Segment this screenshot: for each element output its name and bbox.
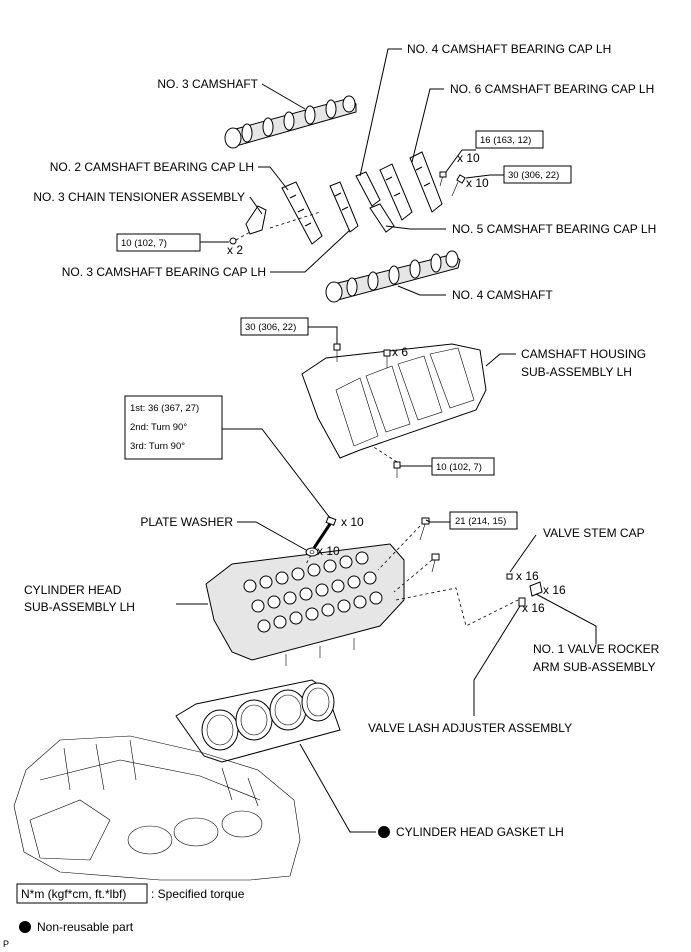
leader-plate-washer (237, 521, 307, 551)
torque-box-cap-housing (503, 165, 572, 184)
leader-lash-adjuster (473, 605, 521, 716)
plate-washer-drawing (305, 547, 319, 557)
leader-housing (485, 353, 516, 367)
qty-cap-housing-bolt: x 10 (466, 176, 489, 190)
engine-block-drawing (13, 735, 301, 881)
label-valve-stem-cap: VALVE STEM CAP (543, 526, 645, 540)
torque-cap-housing: 30 (306, 22) (508, 170, 559, 181)
no5-bearing-cap-drawing (369, 203, 395, 233)
torque-tensioner: 10 (102, 7) (121, 238, 167, 249)
label-rocker-1: NO. 1 VALVE ROCKER (533, 642, 660, 656)
leader-no4-cap (359, 48, 402, 177)
label-housing-1: CAMSHAFT HOUSING (521, 347, 646, 361)
no4-bearing-cap-drawing (355, 171, 381, 207)
leader-head-bolt-box (222, 428, 331, 519)
torque-head-3rd: 3rd: Turn 90° (130, 441, 185, 452)
head-bolt-drawing (305, 516, 337, 565)
label-no6-cap: NO. 6 CAMSHAFT BEARING CAP LH (450, 82, 654, 96)
no2-bearing-cap-drawing (281, 181, 323, 245)
legend-torque-desc: : Specified torque (151, 887, 245, 901)
torque-box-cap-bolt (475, 130, 544, 149)
housing-top-bolts (333, 343, 391, 368)
leader-no3-camshaft (261, 83, 306, 110)
leader-housing-bolt-top (308, 326, 338, 344)
leader-tensioner (249, 196, 263, 215)
torque-box-housing-top (240, 317, 309, 336)
torque-cap-bolt: 16 (163, 12) (480, 135, 531, 146)
label-housing-2: SUB-ASSEMBLY LH (521, 365, 632, 379)
leader-cap-housing-bolt (465, 174, 504, 179)
leader-no2-cap (258, 166, 289, 191)
label-no3-cap: NO. 3 CAMSHAFT BEARING CAP LH (62, 265, 266, 279)
leader-no6-cap (411, 88, 444, 163)
valve-train-dash (395, 587, 519, 627)
leader-rocker-arm (535, 593, 597, 644)
cap-housing-bolt-drawing (451, 174, 466, 197)
torque-box-head-bolt (124, 395, 223, 460)
torque-box-housing-bottom (431, 457, 495, 476)
label-lash-adjuster: VALVE LASH ADJUSTER ASSEMBLY (368, 721, 572, 735)
valve-stem-cap-drawing (506, 573, 513, 580)
no6-bearing-cap-drawing-2 (409, 151, 443, 213)
qty-cap-bolt: x 10 (457, 151, 480, 165)
label-head-2: SUB-ASSEMBLY LH (24, 600, 135, 614)
qty-housing-top: x 6 (392, 345, 408, 359)
torque-housing-top: 30 (306, 22) (245, 322, 296, 333)
label-no4-camshaft: NO. 4 CAMSHAFT (452, 288, 553, 302)
no3-camshaft-drawing (224, 95, 357, 149)
qty-rocker: x 16 (543, 583, 566, 597)
torque-housing-bottom: 10 (102, 7) (436, 462, 482, 473)
housing-bottom-bolt (371, 445, 401, 478)
legend-nonreusable: Non-reusable part (37, 920, 134, 934)
label-gasket: CYLINDER HEAD GASKET LH (396, 825, 564, 839)
head-gasket-drawing (175, 679, 341, 763)
qty-washer: x 10 (317, 544, 340, 558)
leader-no4-camshaft (397, 285, 446, 296)
label-rocker-2: ARM SUB-ASSEMBLY (533, 660, 655, 674)
legend-torque-box (16, 883, 148, 904)
no4-camshaft-drawing (325, 250, 461, 303)
label-no2-cap: NO. 2 CAMSHAFT BEARING CAP LH (50, 160, 254, 174)
leader-no3-cap (270, 229, 351, 273)
torque-head-2nd: 2nd: Turn 90° (130, 422, 187, 433)
label-no5-cap: NO. 5 CAMSHAFT BEARING CAP LH (452, 222, 656, 236)
torque-box-tensioner (116, 233, 201, 252)
cylinder-head-drawing (205, 543, 405, 666)
cap-bolt-drawing (439, 171, 447, 187)
leader-cap-bolt (445, 149, 476, 173)
legend-nonreusable-mark (19, 921, 31, 933)
qty-tensioner: x 2 (227, 243, 243, 257)
lash-adjuster-drawing (518, 597, 526, 607)
label-no4-cap: NO. 4 CAMSHAFT BEARING CAP LH (407, 42, 611, 56)
corner-mark: P (3, 939, 9, 949)
torque-head-side: 21 (214, 15) (455, 516, 506, 527)
no6-bearing-cap-drawing (379, 163, 413, 221)
leader-gasket (299, 743, 376, 833)
label-plate-washer: PLATE WASHER (140, 515, 233, 529)
leader-valve-stem-cap (509, 534, 537, 573)
nonreusable-mark-gasket (378, 826, 390, 838)
leader-head-side-bolt (425, 519, 450, 523)
label-no3-tensioner: NO. 3 CHAIN TENSIONER ASSEMBLY (33, 190, 245, 204)
rocker-arm-drawing (529, 581, 543, 597)
qty-adjuster: x 16 (522, 601, 545, 615)
legend-torque-unit: N*m (kgf*cm, ft.*lbf) (21, 887, 126, 901)
no3-bearing-cap-drawing (329, 181, 359, 233)
torque-head-1st: 1st: 36 (367, 27) (130, 403, 199, 414)
qty-stem-cap: x 16 (516, 569, 539, 583)
leader-no5-cap (385, 225, 446, 230)
qty-head-bolt: x 10 (341, 515, 364, 529)
camshaft-housing-drawing (301, 343, 487, 459)
label-no3-camshaft: NO. 3 CAMSHAFT (157, 77, 258, 91)
torque-box-head-side (449, 511, 518, 530)
label-head-1: CYLINDER HEAD (24, 583, 122, 597)
